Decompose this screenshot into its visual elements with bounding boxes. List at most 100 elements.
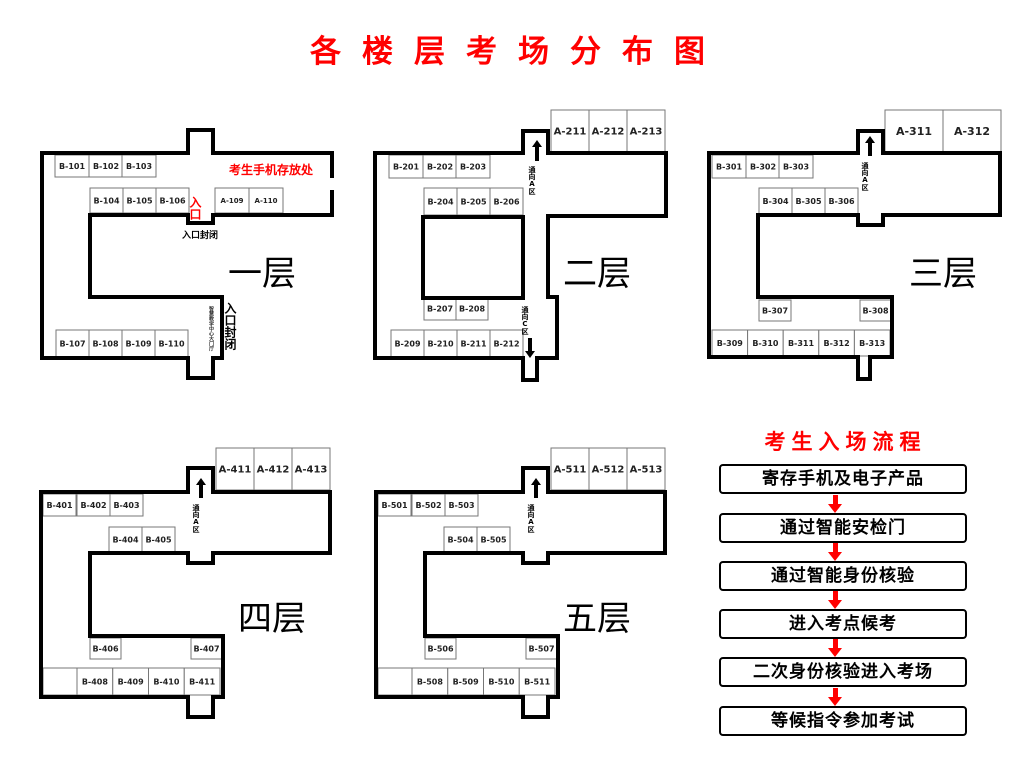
up-arrow-icon bbox=[865, 136, 875, 156]
room-label: B-312 bbox=[824, 339, 850, 348]
room-label: A-512 bbox=[592, 465, 625, 476]
room-label: B-402 bbox=[80, 501, 106, 510]
room-label: B-408 bbox=[82, 677, 109, 686]
room bbox=[942, 109, 1002, 153]
flow-title: 考生入场流程 bbox=[764, 430, 927, 454]
room bbox=[489, 187, 524, 216]
room-label: B-509 bbox=[453, 677, 480, 686]
up-arrow-icon bbox=[532, 140, 542, 161]
room bbox=[215, 447, 255, 491]
room-label: B-407 bbox=[193, 644, 219, 653]
room-label: B-204 bbox=[427, 197, 454, 206]
room bbox=[112, 667, 149, 696]
room-label: B-206 bbox=[493, 197, 520, 206]
room-label: B-201 bbox=[393, 162, 420, 171]
wall bbox=[373, 129, 668, 382]
room-label: B-302 bbox=[750, 162, 776, 171]
room bbox=[154, 329, 189, 358]
room-label: B-305 bbox=[795, 197, 822, 206]
floor-label: 一层 bbox=[228, 254, 296, 294]
flow-step: 二次身份核验进入考场 bbox=[719, 657, 967, 687]
room-label: B-511 bbox=[524, 677, 551, 686]
room bbox=[456, 329, 491, 358]
room-label: B-410 bbox=[153, 677, 180, 686]
up-arrow-icon bbox=[196, 478, 206, 498]
room bbox=[141, 526, 176, 553]
room-label: B-501 bbox=[381, 501, 408, 510]
room-label: A-110 bbox=[255, 197, 278, 205]
floor-label: 三层 bbox=[909, 254, 977, 294]
room-label: B-202 bbox=[427, 162, 453, 171]
to-c-label: 通向C区 bbox=[521, 305, 530, 336]
room bbox=[758, 187, 793, 215]
flow-step: 通过智能身份核验 bbox=[719, 561, 967, 591]
room bbox=[377, 667, 413, 696]
room bbox=[483, 667, 520, 696]
room-label: B-102 bbox=[93, 162, 119, 171]
room-label: B-203 bbox=[460, 162, 486, 171]
room-label: B-308 bbox=[862, 306, 889, 315]
room-label: B-507 bbox=[528, 644, 554, 653]
room bbox=[550, 447, 590, 491]
room-label: B-303 bbox=[783, 162, 809, 171]
room-label: A-513 bbox=[630, 465, 663, 476]
phone-storage-label: 考生手机存放处 bbox=[229, 162, 314, 177]
room bbox=[76, 667, 114, 696]
room-label: A-312 bbox=[954, 125, 990, 138]
room-label: B-510 bbox=[488, 677, 515, 686]
to-a-label: 通向A区 bbox=[861, 161, 870, 192]
room bbox=[447, 667, 484, 696]
room-label: B-210 bbox=[427, 339, 454, 348]
room bbox=[588, 109, 628, 153]
room bbox=[148, 667, 185, 696]
room-label: B-109 bbox=[125, 339, 152, 348]
room-label: B-208 bbox=[459, 304, 486, 313]
room-label: B-313 bbox=[859, 339, 885, 348]
room-label: A-412 bbox=[257, 465, 290, 476]
room-label: B-310 bbox=[752, 339, 779, 348]
room-label: B-209 bbox=[394, 339, 421, 348]
room bbox=[588, 447, 628, 491]
room-label: A-411 bbox=[219, 465, 252, 476]
to-a-label: 通向A区 bbox=[527, 503, 536, 534]
inner-block bbox=[421, 215, 525, 300]
room bbox=[758, 299, 792, 322]
room-label: B-403 bbox=[113, 501, 139, 510]
room-label: B-306 bbox=[828, 197, 855, 206]
room-label: B-104 bbox=[93, 196, 120, 205]
room-label: B-506 bbox=[427, 644, 454, 653]
room-label: B-301 bbox=[716, 162, 743, 171]
floor-label: 五层 bbox=[563, 599, 631, 639]
room-label: B-505 bbox=[480, 535, 507, 544]
room bbox=[89, 187, 124, 214]
flow-step: 通过智能安检门 bbox=[719, 513, 967, 543]
room-label: B-103 bbox=[126, 162, 152, 171]
room bbox=[423, 187, 458, 216]
up-arrow-icon bbox=[531, 478, 541, 498]
room bbox=[42, 667, 78, 696]
room-label: B-106 bbox=[159, 196, 186, 205]
floor-label: 四层 bbox=[238, 599, 306, 639]
room-label: A-413 bbox=[295, 465, 328, 476]
down-arrow-icon bbox=[525, 338, 535, 358]
room bbox=[88, 329, 123, 358]
hall-label: 智慧教学中心大门厅 bbox=[208, 305, 215, 352]
floor-label: 二层 bbox=[563, 254, 631, 294]
room-label: B-502 bbox=[415, 501, 441, 510]
room bbox=[411, 667, 449, 696]
room bbox=[183, 667, 221, 696]
entrance-label: 入口 bbox=[188, 196, 202, 221]
entrance-closed-side-label: 入口封闭 bbox=[223, 302, 237, 351]
flow-step: 寄存手机及电子产品 bbox=[719, 464, 967, 494]
room-label: B-207 bbox=[427, 304, 453, 313]
room-label: B-504 bbox=[447, 535, 474, 544]
page-title: 各楼层考场分布图 bbox=[310, 34, 726, 70]
room-label: B-107 bbox=[59, 339, 85, 348]
room-label: A-212 bbox=[592, 127, 625, 138]
room-label: B-211 bbox=[460, 339, 487, 348]
room bbox=[626, 447, 666, 491]
room-label: B-508 bbox=[417, 677, 444, 686]
room-label: B-406 bbox=[92, 644, 119, 653]
room-label: B-212 bbox=[493, 339, 519, 348]
